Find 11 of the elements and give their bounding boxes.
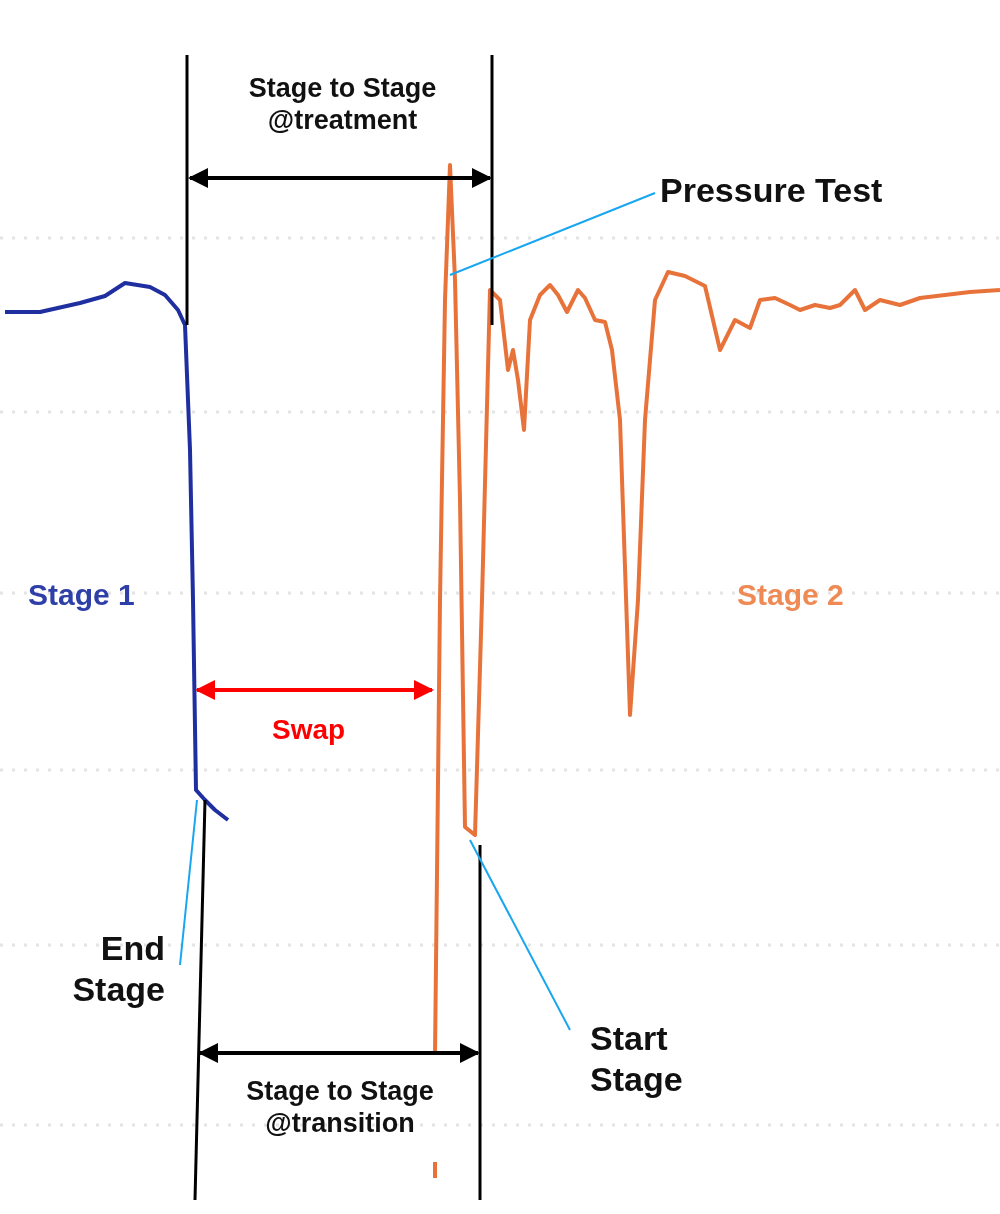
dimension-label: Swap [272, 713, 346, 747]
leader-line [449, 192, 656, 276]
leader-line [179, 799, 198, 966]
dimension-label: Stage to Stage @transition [245, 1075, 435, 1140]
dimension-label: Stage to Stage @treatment [247, 72, 438, 137]
callout-label: Start Stage [590, 1018, 720, 1100]
callout-label: End Stage [50, 928, 165, 1010]
callout-label: Pressure Test [660, 170, 883, 211]
leader-line [469, 839, 571, 1031]
series-label: Stage 2 [737, 577, 844, 613]
series-label: Stage 1 [28, 577, 135, 613]
